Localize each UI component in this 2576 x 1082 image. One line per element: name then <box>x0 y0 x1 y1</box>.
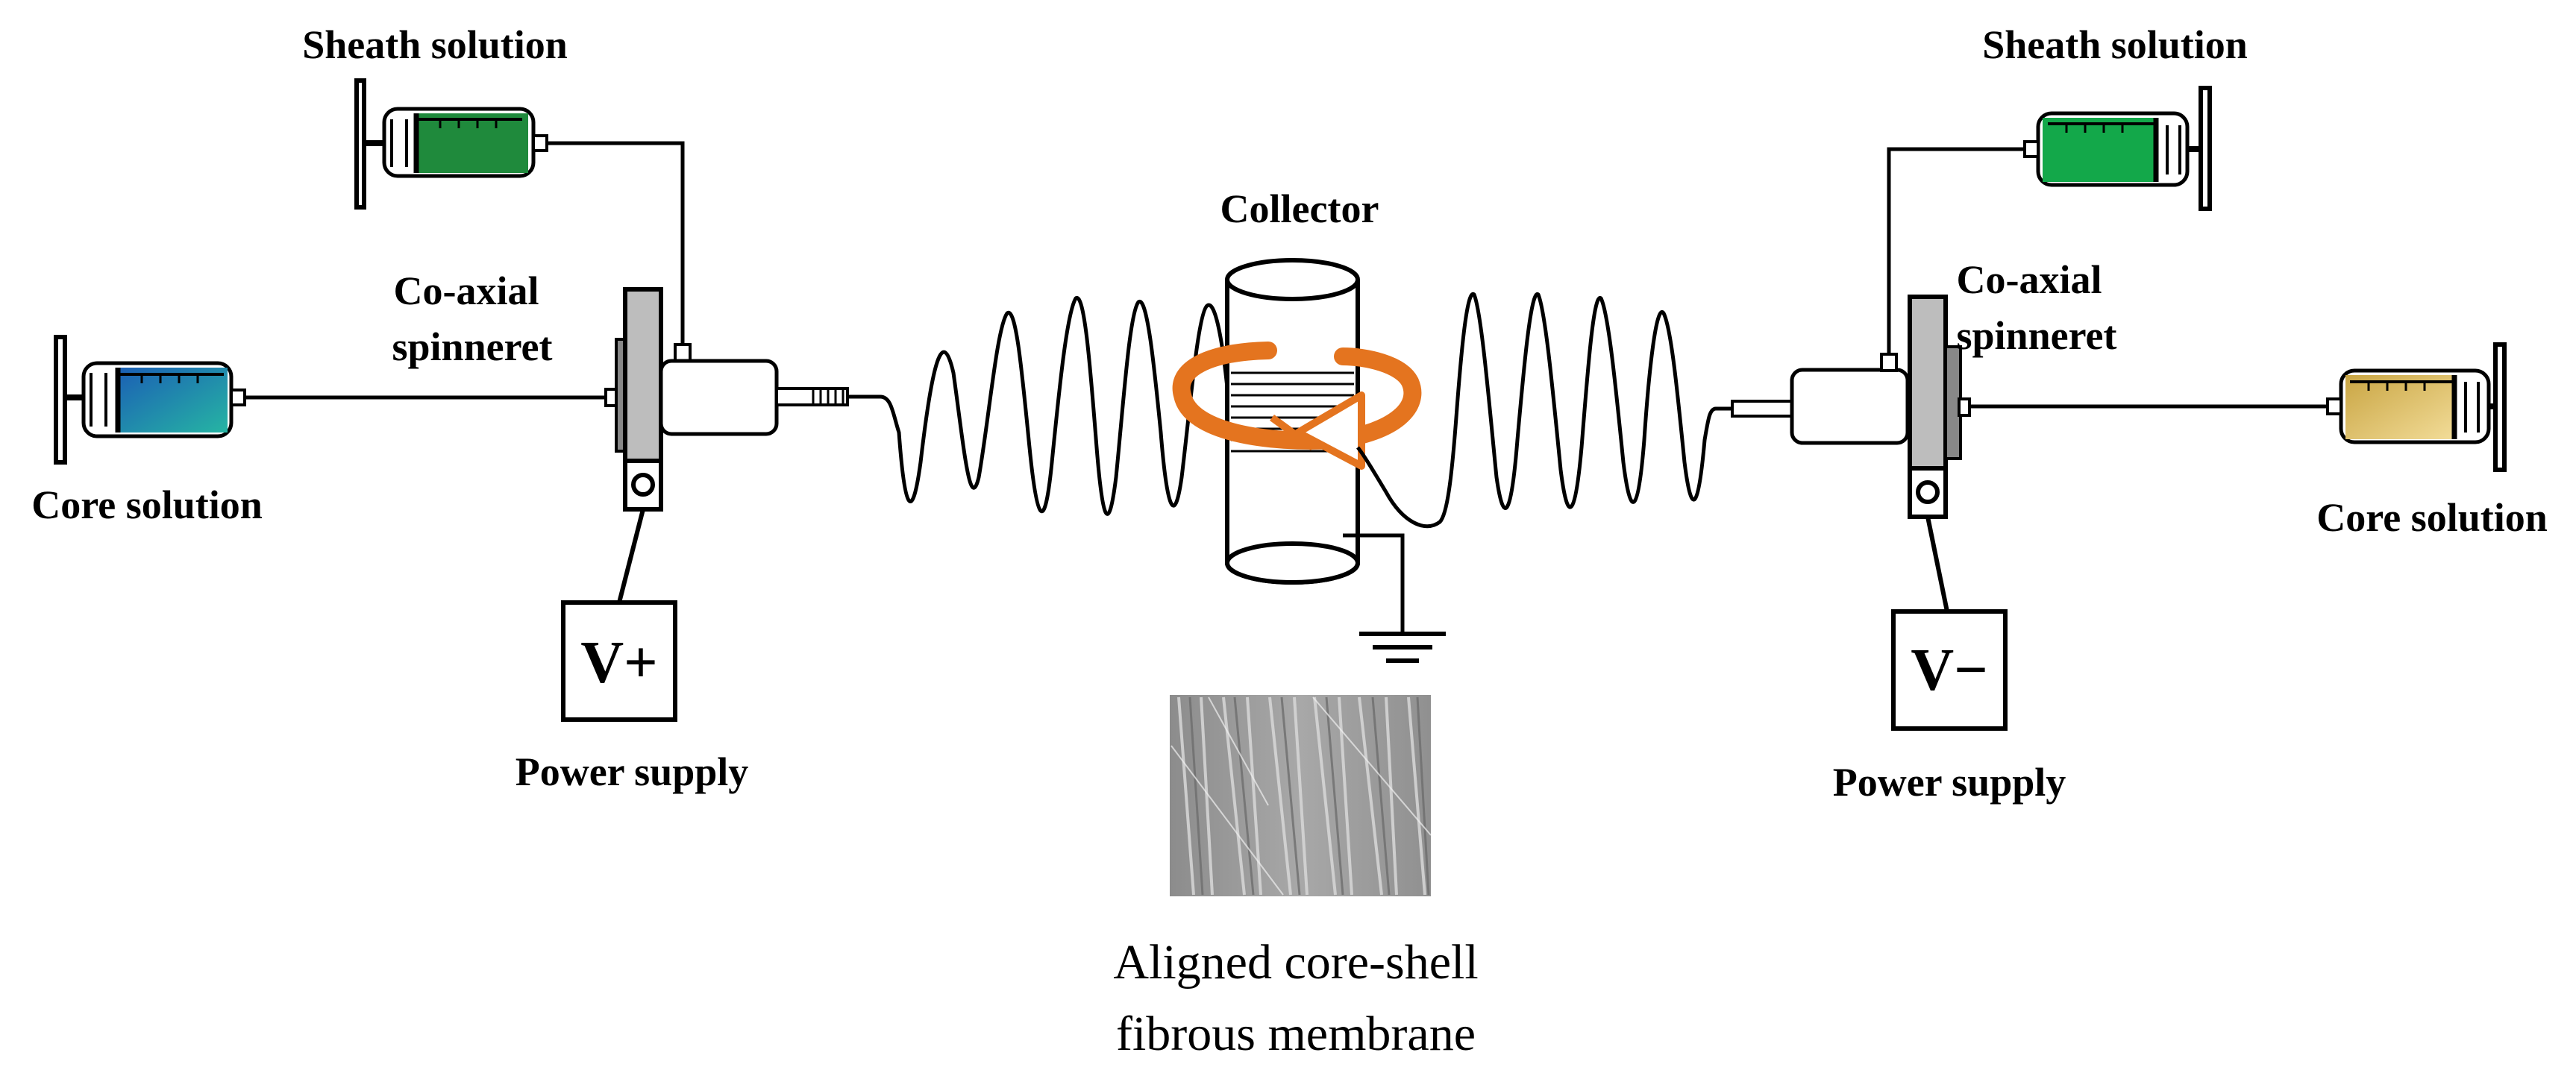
left-fiber-jet <box>847 295 1313 516</box>
right-spinneret-label-line2: spinneret <box>1956 313 2116 358</box>
right-power-supply-box <box>1891 609 2008 731</box>
right-power-lead <box>1925 516 1949 612</box>
left-voltage-label: V+ <box>580 630 657 696</box>
left-sheath-label: Sheath solution <box>302 22 568 67</box>
sem-fiber-image <box>1170 695 1432 896</box>
caption-line-2: fibrous membrane <box>1116 1007 1476 1061</box>
left-sheath-tube <box>547 141 685 354</box>
caption-line-1: Aligned core-shell <box>1113 935 1478 990</box>
left-coaxial-spinneret <box>604 287 849 512</box>
left-spinneret-label-line2: spinneret <box>392 324 552 369</box>
right-coaxial-spinneret <box>1731 295 1971 519</box>
right-sheath-label: Sheath solution <box>1982 22 2248 67</box>
right-spinneret-label-line1: Co-axial <box>1957 257 2102 302</box>
right-sheath-fluid <box>2043 118 2154 182</box>
left-sheath-fluid <box>418 113 528 173</box>
left-core-syringe <box>54 335 246 465</box>
right-core-label: Core solution <box>2316 495 2548 540</box>
left-spinneret-label-line1: Co-axial <box>394 268 539 313</box>
right-fiber-jet <box>1356 292 1732 529</box>
left-core-label: Core solution <box>31 482 263 527</box>
right-power-supply-label: Power supply <box>1833 760 2066 805</box>
ground-symbol <box>1343 533 1446 663</box>
left-core-fluid <box>119 368 228 433</box>
left-power-supply-box <box>561 600 677 722</box>
right-sheath-tube <box>1887 147 2025 362</box>
right-core-fluid <box>2345 375 2454 439</box>
left-sheath-syringe <box>354 78 548 210</box>
right-core-syringe <box>2326 342 2507 472</box>
left-power-lead <box>617 509 645 603</box>
right-voltage-label: V− <box>1911 638 1987 703</box>
left-power-supply-label: Power supply <box>515 749 749 794</box>
collector-rotation-arrow <box>1172 342 1422 470</box>
collector-label: Collector <box>1220 186 1379 231</box>
right-sheath-syringe <box>2023 86 2212 211</box>
